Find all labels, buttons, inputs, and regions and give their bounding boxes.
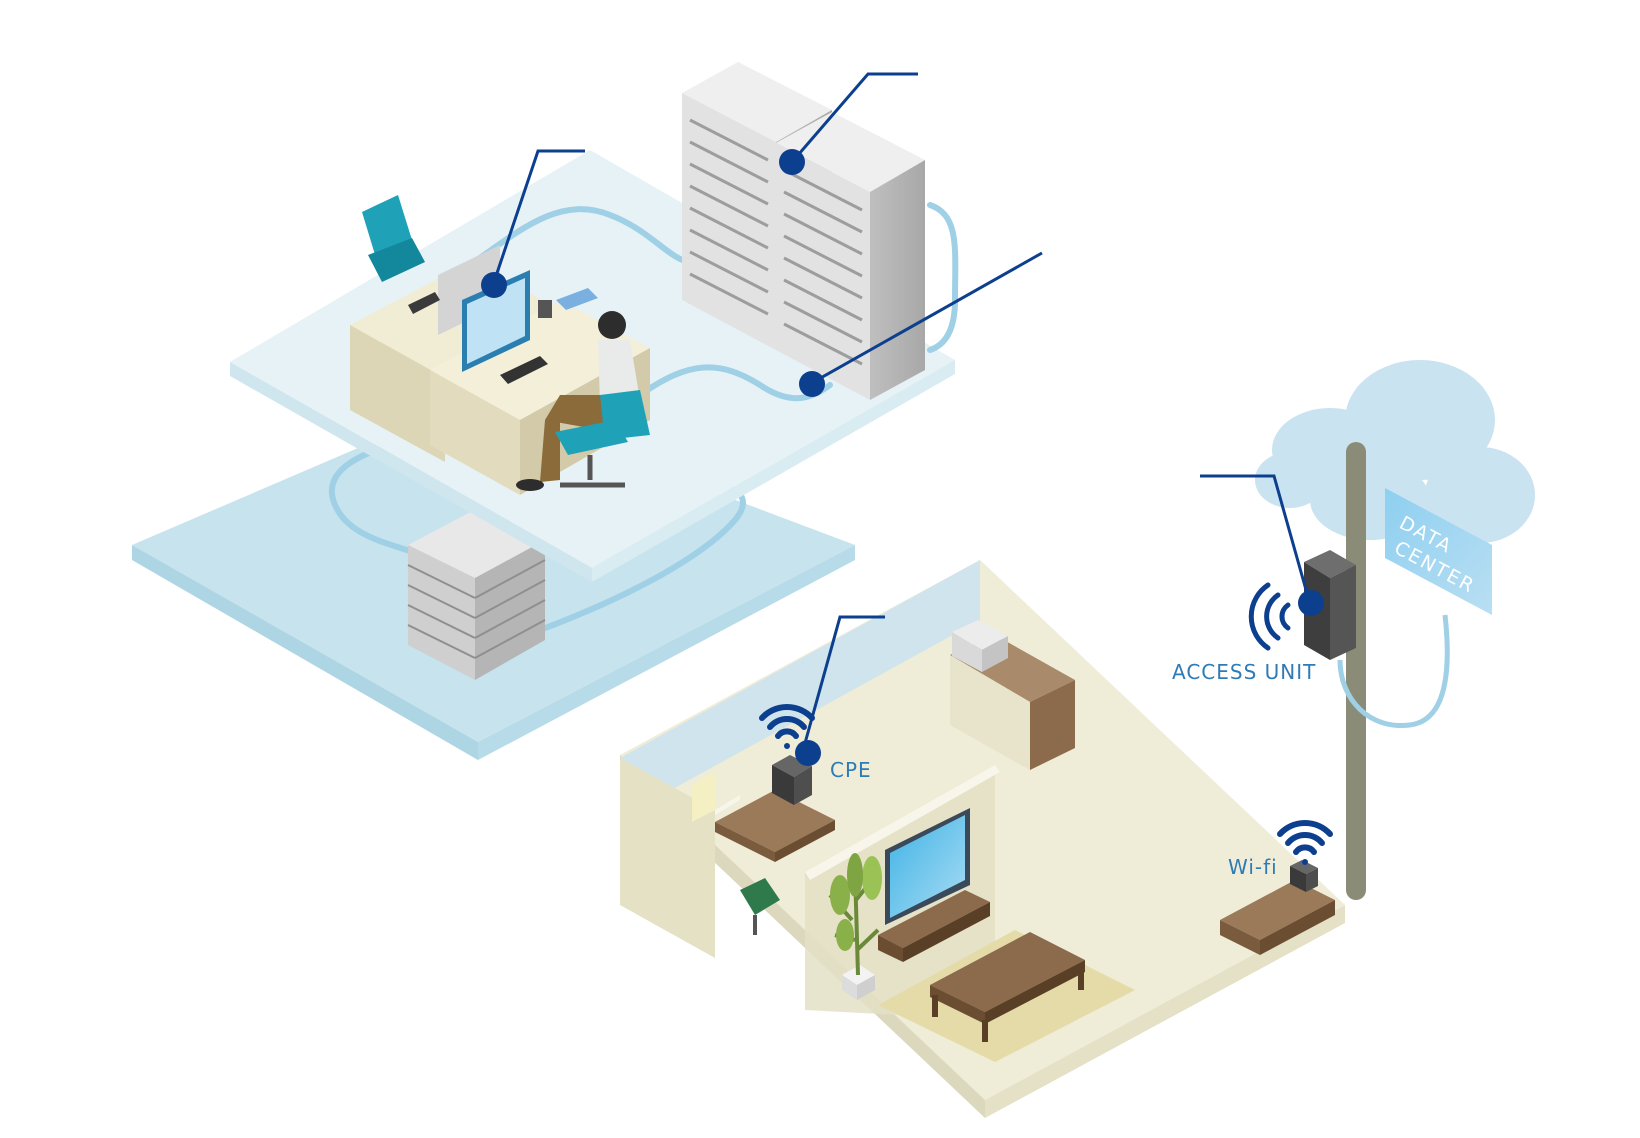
cable-rack-loop bbox=[927, 202, 959, 353]
coffee-table-icon bbox=[930, 932, 1085, 1042]
bench-icon bbox=[1220, 860, 1335, 955]
monitor-icon bbox=[408, 245, 598, 384]
callout-dot-monitor bbox=[481, 272, 507, 298]
callout-lines bbox=[492, 72, 1312, 755]
person-icon bbox=[516, 311, 650, 491]
cable-access-loop bbox=[1337, 614, 1450, 729]
callout-dot-cable bbox=[799, 371, 825, 397]
wifi-icon bbox=[759, 704, 815, 749]
study-desk-icon bbox=[692, 772, 835, 935]
cpe-label: CPE bbox=[830, 758, 872, 782]
callout-dot-rack bbox=[779, 149, 805, 175]
tv-stand-icon bbox=[878, 890, 990, 962]
utility-pole bbox=[1346, 442, 1366, 900]
plant-icon bbox=[828, 853, 882, 1000]
signal-icon bbox=[1248, 582, 1291, 651]
wifi-icon bbox=[1277, 820, 1333, 865]
chair-icon bbox=[362, 195, 425, 282]
dresser-icon bbox=[950, 620, 1075, 770]
callout-dot-access-unit bbox=[1298, 590, 1324, 616]
cpe-router-icon bbox=[772, 755, 812, 805]
callout-dot-cpe bbox=[795, 740, 821, 766]
access-unit-label: ACCESS UNIT bbox=[1172, 660, 1317, 684]
tv-icon bbox=[885, 808, 970, 925]
callout-dots bbox=[481, 149, 1324, 766]
server-rack-icon bbox=[682, 62, 925, 400]
wifi-label: Wi-fi bbox=[1228, 855, 1278, 879]
